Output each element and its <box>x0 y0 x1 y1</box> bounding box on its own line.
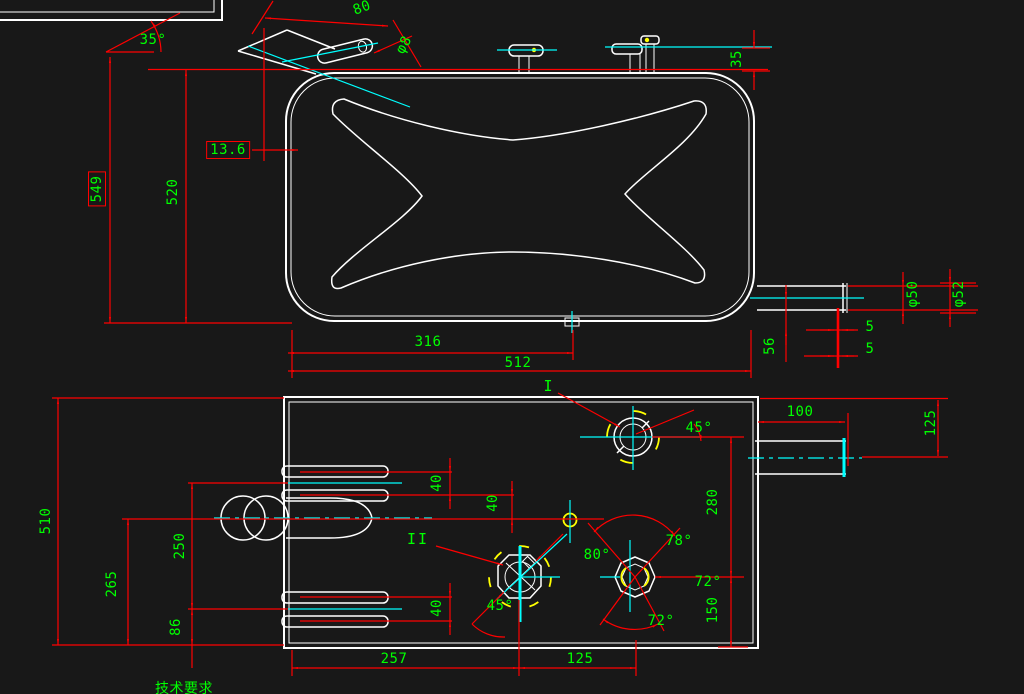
angle-80-gauge: 80° <box>583 547 611 563</box>
filler-cylinder <box>214 496 432 540</box>
len-265-left: 265 <box>104 570 120 598</box>
angle-35-top: 35° <box>139 32 167 48</box>
len-40-middle: 40 <box>485 494 501 512</box>
len-150-right: 150 <box>705 596 721 624</box>
angle-45-pump: 45° <box>486 598 514 614</box>
grommet <box>564 500 577 543</box>
len-125-right: 125 <box>923 409 939 437</box>
angle-72-gauge-a: 72° <box>694 574 722 590</box>
mount-tab-top <box>282 466 402 501</box>
detail-label-I: I <box>543 377 555 395</box>
len-520-height: 520 <box>165 178 181 206</box>
detail-label-II: II <box>406 530 430 548</box>
len-100-stub: 100 <box>786 404 814 420</box>
dia-52-outlet: φ52 <box>951 280 967 308</box>
len-257-bottom: 257 <box>380 651 408 667</box>
len-549-ref: 549 <box>88 171 106 207</box>
len-250-left: 250 <box>172 532 188 560</box>
top-view <box>104 1 978 378</box>
fitting-pump-II <box>436 534 567 637</box>
outlet-pipe <box>750 283 864 313</box>
len-40-tab-top: 40 <box>429 474 445 492</box>
len-86-left: 86 <box>168 618 184 636</box>
fitting-gauge-III <box>588 515 744 631</box>
sheet-frame <box>0 0 222 20</box>
angle-72-gauge-b: 72° <box>647 613 675 629</box>
top-view-dimensions <box>104 1 978 378</box>
len-40-tab-bottom: 40 <box>429 599 445 617</box>
top-fitting-left <box>497 45 557 73</box>
len-13.6-ref: 13.6 <box>206 141 250 159</box>
len-5-step-a: 5 <box>865 319 875 335</box>
top-fitting-right <box>605 36 772 73</box>
fitting-cap-I <box>558 393 744 470</box>
bottom-view <box>52 393 948 676</box>
dia-50-outlet: φ50 <box>905 280 921 308</box>
bottom-pipe-stub <box>748 438 862 477</box>
angle-78-gauge: 78° <box>665 533 693 549</box>
angle-45-cap-I: 45° <box>685 420 713 436</box>
filler-neck <box>238 30 410 107</box>
len-510-height: 510 <box>38 507 54 535</box>
len-512-width: 512 <box>504 355 532 371</box>
len-56-outlet: 56 <box>762 337 778 355</box>
len-125-bottom: 125 <box>566 651 594 667</box>
len-5-step-b: 5 <box>865 341 875 357</box>
len-316-bottom: 316 <box>414 334 442 350</box>
len-35-right: 35 <box>729 50 745 68</box>
bottom-view-dimensions <box>52 398 948 676</box>
annotation-cjk: 技术要求 <box>155 681 213 694</box>
len-280-right: 280 <box>705 488 721 516</box>
